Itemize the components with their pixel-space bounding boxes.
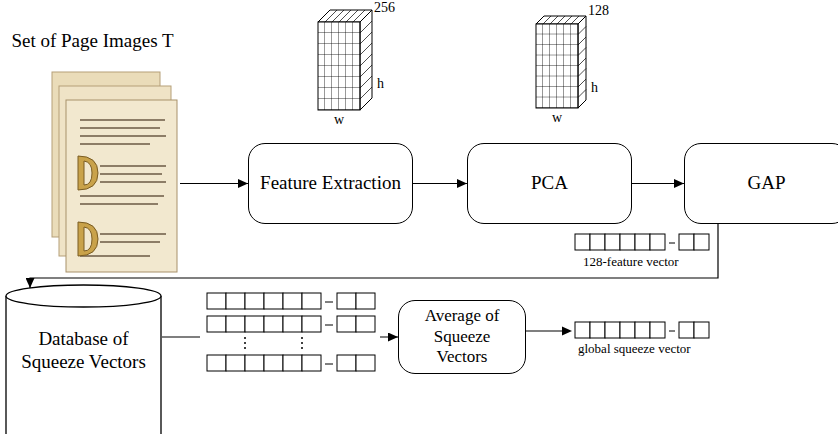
process-box: Feature Extraction xyxy=(248,143,413,224)
feature-cube xyxy=(536,16,586,108)
process-box: Average of Squeeze Vectors xyxy=(398,300,526,374)
global-vector xyxy=(575,322,709,338)
node-label: Average of Squeeze Vectors xyxy=(407,306,517,367)
node-label: GAP xyxy=(747,172,785,195)
page-images xyxy=(52,72,177,272)
feature-cube xyxy=(318,10,372,110)
dimension-label: w xyxy=(334,112,344,127)
vector-caption: 128-feature vector xyxy=(583,255,679,269)
node-label: Feature Extraction xyxy=(260,172,401,195)
dimension-label: h xyxy=(591,80,598,95)
output-arrow xyxy=(524,327,572,336)
dimension-label: h xyxy=(377,76,384,91)
image-set: Set of Page Images T xyxy=(5,28,180,275)
feature-vector xyxy=(575,234,709,250)
node-label: PCA xyxy=(531,172,568,195)
vector-caption: global squeeze vector xyxy=(578,342,691,356)
flow-arrow xyxy=(413,183,467,184)
node-label: Database of Squeeze Vectors xyxy=(15,328,152,374)
flow-arrow xyxy=(30,224,718,288)
dimension-label: w xyxy=(552,110,562,125)
database-cylinder: Database of Squeeze Vectors xyxy=(5,284,162,434)
process-box: GAP xyxy=(684,143,838,224)
flow-arrow xyxy=(180,183,248,184)
dimension-label: 256 xyxy=(374,0,395,15)
flow-arrow xyxy=(632,183,684,184)
process-box: PCA xyxy=(467,143,632,224)
vector-stack xyxy=(200,288,380,376)
image-heading: Set of Page Images T xyxy=(11,30,173,53)
dimension-label: 128 xyxy=(588,3,609,18)
